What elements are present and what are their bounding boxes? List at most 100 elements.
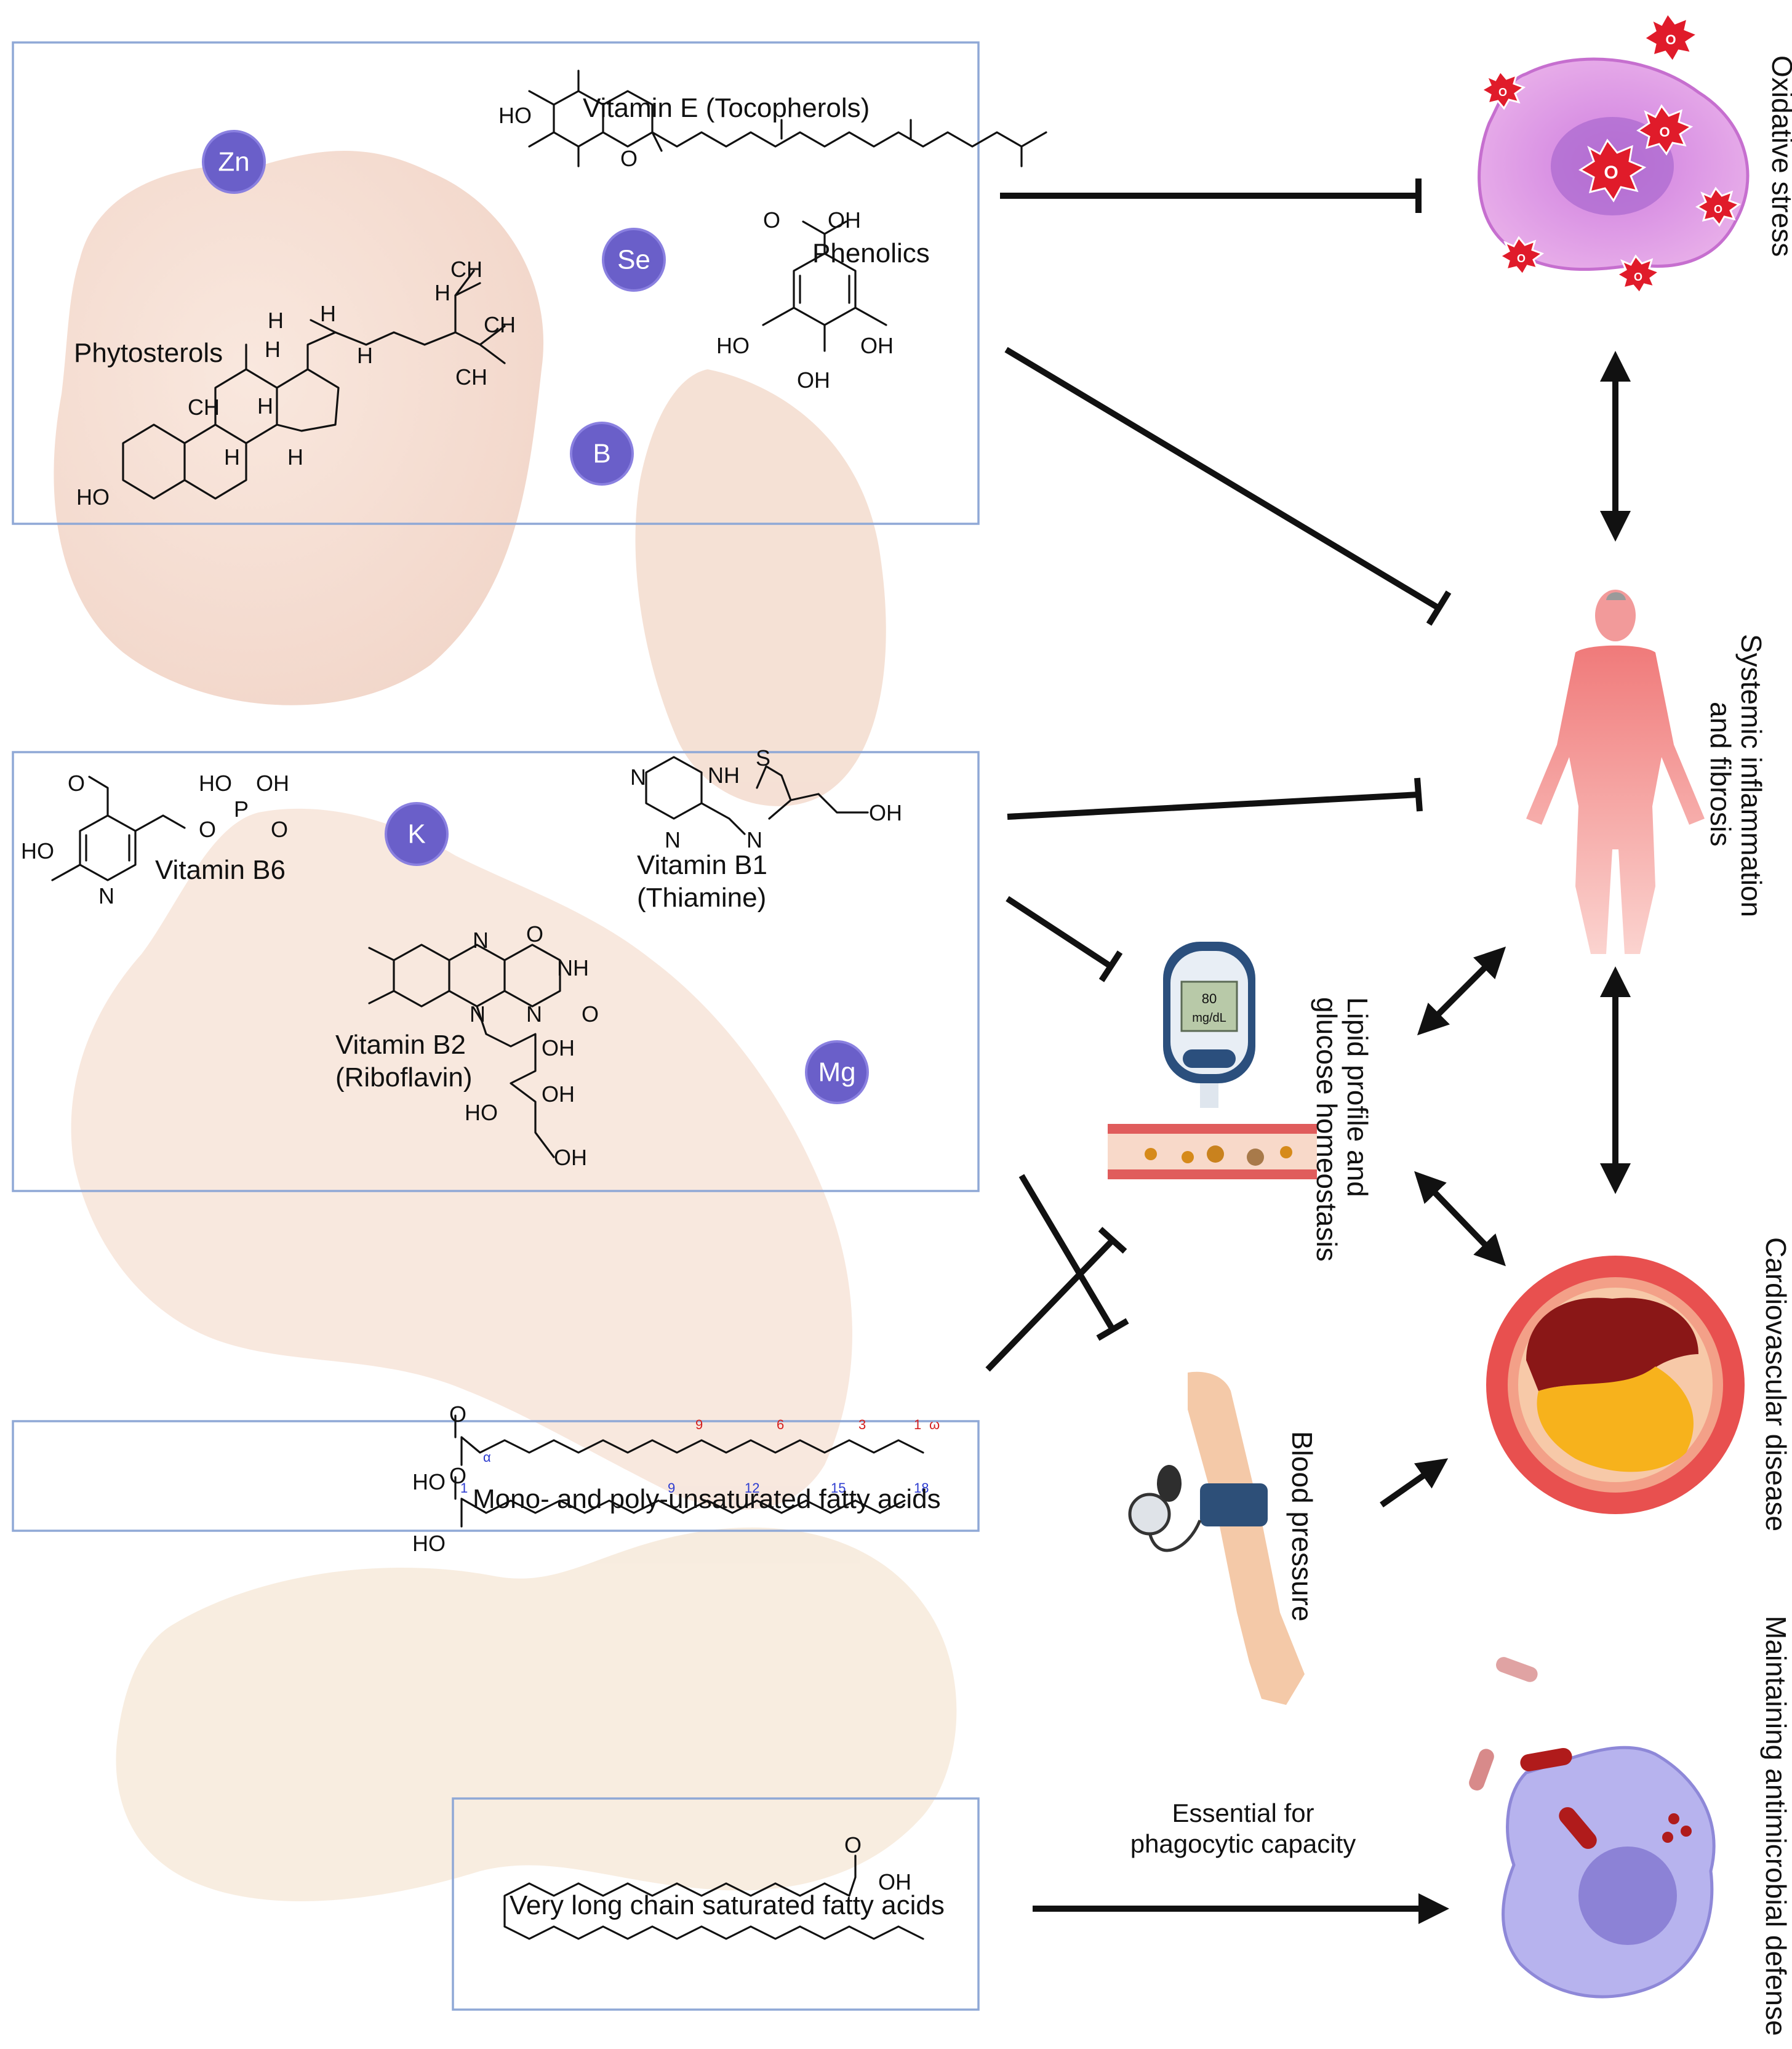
unsaturated-fa-structure: HO O HO O 1 α 9 12 15 18 9 6 3 1 ω (412, 1401, 940, 1556)
label-cvd: Cardiovascular disease (1760, 1237, 1792, 1531)
meter-value: 80 (1202, 991, 1217, 1006)
svg-text:O: O (620, 146, 638, 171)
inhibition-inflammation-from-box2 (1007, 777, 1423, 820)
svg-text:CH: CH (188, 395, 220, 420)
vitamin-b1-structure: N N NH S N OH (630, 745, 902, 852)
vitamin-b6-structure: HO O N O P HO OH O (21, 771, 289, 908)
svg-text:H: H (434, 280, 450, 305)
svg-text:O: O (68, 771, 85, 796)
brazil-nut-shape (54, 151, 544, 705)
label-lipid-1: Lipid profile and (1342, 997, 1374, 1197)
svg-text:9: 9 (668, 1480, 675, 1496)
svg-text:HO: HO (465, 1100, 498, 1125)
label-antimicrobial: Maintaining antimicrobial defense (1760, 1616, 1792, 2036)
svg-text:N: N (665, 827, 681, 852)
mineral-k: K (385, 802, 449, 866)
peanut-shape (116, 1527, 957, 1901)
mineral-zn: Zn (202, 130, 266, 194)
svg-text:O: O (844, 1832, 862, 1858)
label-phago-2: phagocytic capacity (1130, 1829, 1356, 1858)
vitamin-b2-structure: N N N NH O O OH HO OH OH (368, 921, 599, 1170)
svg-text:OH: OH (542, 1081, 575, 1107)
mineral-se: Se (602, 228, 666, 292)
svg-text:CH: CH (455, 364, 487, 390)
vitamin-e-structure: HO O (498, 70, 1047, 171)
svg-text:OH: OH (256, 771, 289, 796)
svg-text:OH: OH (797, 367, 830, 393)
svg-text:OH: OH (878, 1869, 911, 1895)
ros-star-1: O (1578, 138, 1647, 202)
svg-text:α: α (483, 1450, 491, 1465)
ros-star-2: O (1636, 104, 1694, 156)
label-phytosterols: Phytosterols (74, 338, 223, 368)
svg-text:N: N (746, 827, 762, 852)
svg-text:H: H (268, 308, 284, 333)
svg-text:B: B (593, 439, 610, 469)
label-phago-1: Essential for (1172, 1798, 1314, 1827)
svg-text:H: H (287, 444, 303, 470)
svg-text:OH: OH (542, 1035, 575, 1061)
inhibition-cross-1 (1018, 1174, 1129, 1341)
ros-star-7: O (1615, 254, 1662, 295)
svg-text:HO: HO (498, 103, 532, 128)
label-thiamine: (Thiamine) (637, 883, 766, 913)
label-inflammation-2: and fibrosis (1705, 702, 1737, 846)
svg-text:18: 18 (914, 1480, 929, 1496)
bp-arm-illustration (1128, 1371, 1305, 1705)
svg-text:H: H (265, 337, 281, 362)
svg-text:N: N (526, 1001, 542, 1027)
label-blood-pressure: Blood pressure (1286, 1431, 1318, 1621)
svg-text:O: O (449, 1401, 466, 1427)
inhibition-lipid (1006, 896, 1123, 982)
meter-unit: mg/dL (1192, 1011, 1226, 1025)
svg-text:H: H (357, 343, 373, 368)
label-vitamin-b2: Vitamin B2 (335, 1030, 466, 1060)
box-vitamins (12, 751, 980, 1192)
label-saturated-fa: Very long chain saturated fatty acids (510, 1890, 945, 1920)
label-riboflavin: (Riboflavin) (335, 1062, 473, 1093)
blood-vessel-illustration (1108, 1124, 1317, 1179)
label-inflammation-1: Systemic inflammation (1735, 634, 1767, 917)
svg-text:CH: CH (450, 257, 482, 282)
svg-text:Se: Se (617, 245, 650, 275)
svg-text:OH: OH (554, 1145, 587, 1170)
svg-text:N: N (470, 1001, 486, 1027)
phytosterol-structure: HO CH H H CH CH CH H H H H H H (76, 257, 516, 510)
macrophage-illustration (1469, 1657, 1716, 1999)
svg-text:O: O (1604, 162, 1618, 183)
svg-text:1: 1 (460, 1480, 468, 1496)
svg-text:HO: HO (76, 484, 110, 510)
svg-text:P: P (234, 796, 249, 822)
svg-text:N: N (630, 764, 646, 790)
phenolics-structure: O OH HO OH OH (716, 207, 894, 393)
svg-text:O: O (1498, 86, 1507, 98)
svg-text:K: K (407, 819, 425, 849)
svg-text:3: 3 (858, 1417, 866, 1432)
box-antioxidants (12, 41, 980, 525)
svg-text:H: H (224, 444, 240, 470)
box-saturated-fa (452, 1797, 980, 2011)
label-phenolics: Phenolics (812, 238, 930, 268)
artery-illustration (1486, 1256, 1745, 1514)
svg-text:O: O (582, 1001, 599, 1027)
svg-text:6: 6 (777, 1417, 784, 1432)
svg-text:HO: HO (199, 771, 232, 796)
svg-text:HO: HO (716, 333, 750, 358)
svg-text:H: H (320, 301, 336, 326)
svg-text:15: 15 (831, 1480, 846, 1496)
svg-text:O: O (1517, 252, 1526, 265)
svg-text:OH: OH (828, 207, 861, 233)
svg-text:OH: OH (860, 333, 894, 358)
glucose-meter-illustration: 80 mg/dL (1163, 942, 1255, 1108)
svg-text:O: O (526, 921, 543, 947)
arrow-lipid-inflammation (1417, 946, 1506, 1036)
svg-text:O: O (1714, 203, 1722, 215)
arrow-lipid-cvd (1414, 1171, 1506, 1267)
label-vitamin-e: Vitamin E (Tocopherols) (583, 93, 870, 123)
human-body-illustration (1526, 590, 1705, 954)
svg-text:1: 1 (914, 1417, 921, 1432)
saturated-fa-structure: O OH (503, 1832, 924, 1940)
svg-text:Zn: Zn (218, 147, 249, 177)
ros-star-6: O (1498, 236, 1545, 276)
mineral-mg: Mg (805, 1040, 869, 1104)
